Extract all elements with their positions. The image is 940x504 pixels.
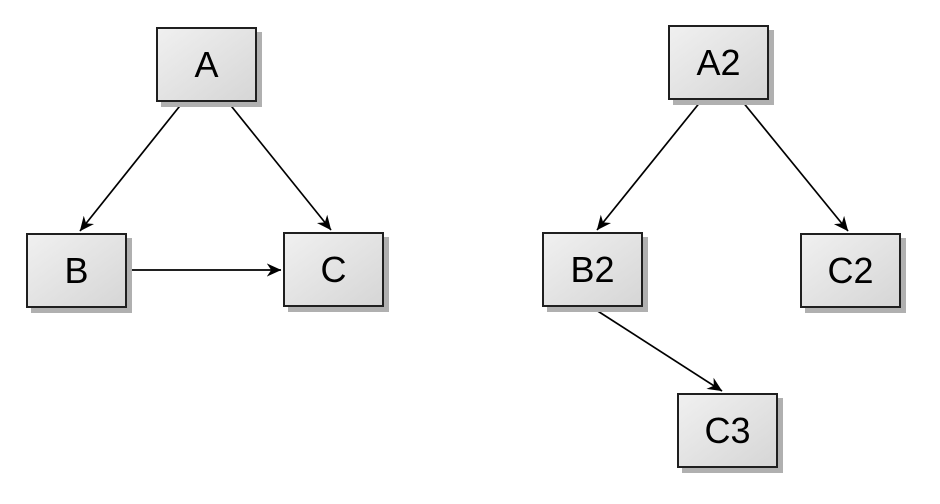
edge-B2-C3 (592, 307, 723, 392)
node-A: A (156, 27, 257, 102)
node-C2: C2 (800, 233, 901, 308)
edge-A2-C2 (741, 100, 849, 232)
node-B2: B2 (542, 232, 643, 307)
node-B: B (26, 233, 127, 308)
node-label: A2 (696, 41, 741, 83)
edge-A2-B2 (596, 100, 702, 231)
node-C: C (283, 232, 384, 307)
node-A2: A2 (668, 25, 769, 100)
node-label: C3 (704, 409, 751, 451)
node-label: B (64, 249, 89, 291)
edge-A-B (79, 101, 184, 232)
edge-A-C (227, 101, 332, 231)
node-label: A (194, 43, 219, 85)
node-label: C (320, 248, 347, 290)
node-label: B2 (570, 248, 615, 290)
node-C3: C3 (677, 393, 778, 468)
node-label: C2 (827, 249, 874, 291)
